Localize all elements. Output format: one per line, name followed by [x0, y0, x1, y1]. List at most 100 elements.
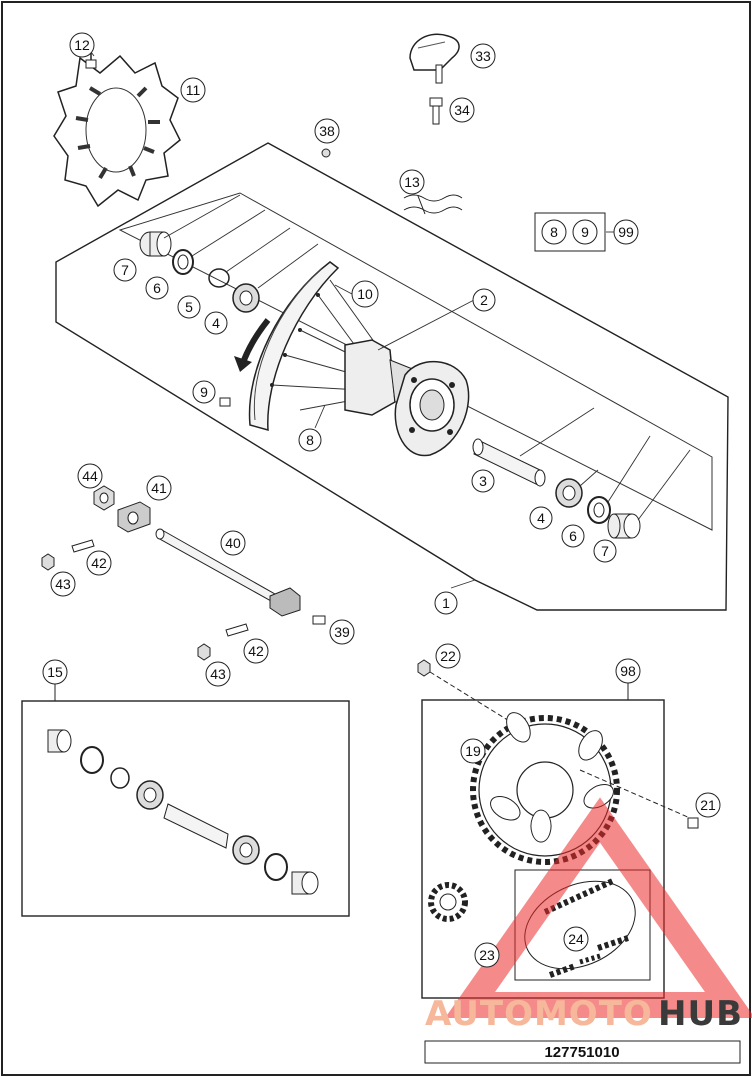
adjuster-bolt-right	[225, 623, 249, 637]
callout-label: 33	[475, 48, 491, 64]
callout-4-left[interactable]: 4	[204, 311, 228, 335]
callout-label: 43	[55, 576, 71, 592]
callout-13[interactable]: 13	[399, 169, 425, 195]
callout-39[interactable]: 39	[329, 619, 355, 645]
callout-label: 8	[306, 432, 314, 448]
callout-24[interactable]: 24	[563, 926, 589, 952]
wheel-hub	[344, 339, 470, 457]
rear-sprocket	[470, 712, 620, 865]
callout-label: 23	[479, 947, 495, 963]
callout-7-left[interactable]: 7	[113, 258, 137, 282]
spoke-nipple	[219, 397, 231, 407]
callout-41[interactable]: 41	[146, 475, 172, 501]
callout-label: 3	[479, 473, 487, 489]
callout-set-8[interactable]: 8	[541, 219, 567, 245]
callout-set-9[interactable]: 9	[572, 219, 598, 245]
callout-label: 42	[91, 555, 107, 571]
callout-21[interactable]: 21	[695, 792, 721, 818]
adjuster-bolt-left	[71, 539, 95, 553]
sprocket-nut	[579, 769, 699, 829]
callout-44[interactable]: 44	[77, 463, 103, 489]
lock-nut-left	[41, 553, 55, 571]
callout-label: 9	[200, 384, 208, 400]
distance-tube	[472, 438, 546, 487]
callout-99[interactable]: 99	[613, 219, 639, 245]
watermark-text: AUTOMOTO HUB	[425, 994, 742, 1034]
callout-label: 99	[618, 224, 634, 240]
callout-11[interactable]: 11	[180, 77, 206, 103]
callout-label: 1	[442, 595, 450, 611]
callout-label: 4	[212, 315, 220, 331]
callout-42-right[interactable]: 42	[243, 638, 269, 664]
hub-group-outline	[118, 192, 713, 531]
callout-label: 13	[404, 174, 420, 190]
callout-7-right[interactable]: 7	[593, 539, 617, 563]
callout-label: 38	[319, 123, 335, 139]
reference-number: 127751010	[544, 1044, 619, 1061]
callout-19[interactable]: 19	[460, 738, 486, 764]
callout-43-left[interactable]: 43	[50, 571, 76, 597]
callout-label: 8	[550, 224, 558, 240]
callout-3[interactable]: 3	[471, 469, 495, 493]
seal-right	[587, 496, 611, 524]
callout-22[interactable]: 22	[435, 643, 461, 669]
bearing-left	[232, 283, 260, 313]
callout-1[interactable]: 1	[434, 591, 458, 615]
callout-label: 24	[568, 931, 584, 947]
callout-33[interactable]: 33	[470, 43, 496, 69]
callout-label: 21	[700, 797, 716, 813]
callout-15[interactable]: 15	[42, 659, 68, 685]
callout-10[interactable]: 10	[351, 280, 379, 308]
seal-left	[172, 249, 194, 275]
callout-label: 10	[357, 286, 373, 302]
callout-label: 39	[334, 624, 350, 640]
callout-2[interactable]: 2	[472, 288, 496, 312]
callout-label: 6	[153, 280, 161, 296]
callout-12[interactable]: 12	[69, 32, 95, 58]
callout-label: 12	[74, 37, 90, 53]
chain-adjuster-left	[117, 501, 151, 533]
callout-4-right[interactable]: 4	[529, 506, 553, 530]
spacer-left	[139, 231, 172, 257]
callout-98[interactable]: 98	[615, 658, 641, 684]
engine-sprocket	[428, 882, 468, 922]
callout-label: 5	[185, 299, 193, 315]
callout-6-right[interactable]: 6	[561, 524, 585, 548]
callout-label: 40	[225, 535, 241, 551]
callout-label: 22	[440, 648, 456, 664]
chain-guide-grommet	[409, 33, 460, 84]
rotation-arrow	[234, 318, 271, 372]
valve-cap	[321, 148, 331, 158]
axle-nut	[93, 485, 115, 511]
callout-label: 98	[620, 663, 636, 679]
callout-6-left[interactable]: 6	[145, 276, 169, 300]
wheel-assembly-outline	[55, 142, 729, 611]
callout-23[interactable]: 23	[474, 942, 500, 968]
callout-label: 4	[537, 510, 545, 526]
watermark-part1: AUTOMOTO	[425, 994, 653, 1034]
callout-label: 44	[82, 468, 98, 484]
callout-label: 7	[601, 543, 609, 559]
callout-label: 6	[569, 528, 577, 544]
grommet-screw	[429, 97, 443, 125]
callout-43-right[interactable]: 43	[205, 661, 231, 687]
callout-label: 11	[186, 82, 201, 98]
callout-label: 2	[480, 292, 488, 308]
callout-38[interactable]: 38	[314, 118, 340, 144]
callout-label: 42	[248, 643, 264, 659]
bearing-kit-parts	[47, 729, 319, 895]
callout-label: 19	[465, 743, 481, 759]
callout-8[interactable]: 8	[298, 428, 322, 452]
callout-9[interactable]: 9	[192, 380, 216, 404]
callout-34[interactable]: 34	[449, 97, 475, 123]
axle-clamp-screw	[312, 615, 326, 625]
callout-5[interactable]: 5	[177, 295, 201, 319]
watermark-logo	[444, 797, 752, 1018]
callout-40[interactable]: 40	[220, 530, 246, 556]
callout-42-left[interactable]: 42	[86, 550, 112, 576]
circlip-left	[208, 268, 230, 288]
callout-label: 43	[210, 666, 226, 682]
bearing-right	[555, 478, 583, 508]
reference-number-box	[424, 1040, 741, 1064]
